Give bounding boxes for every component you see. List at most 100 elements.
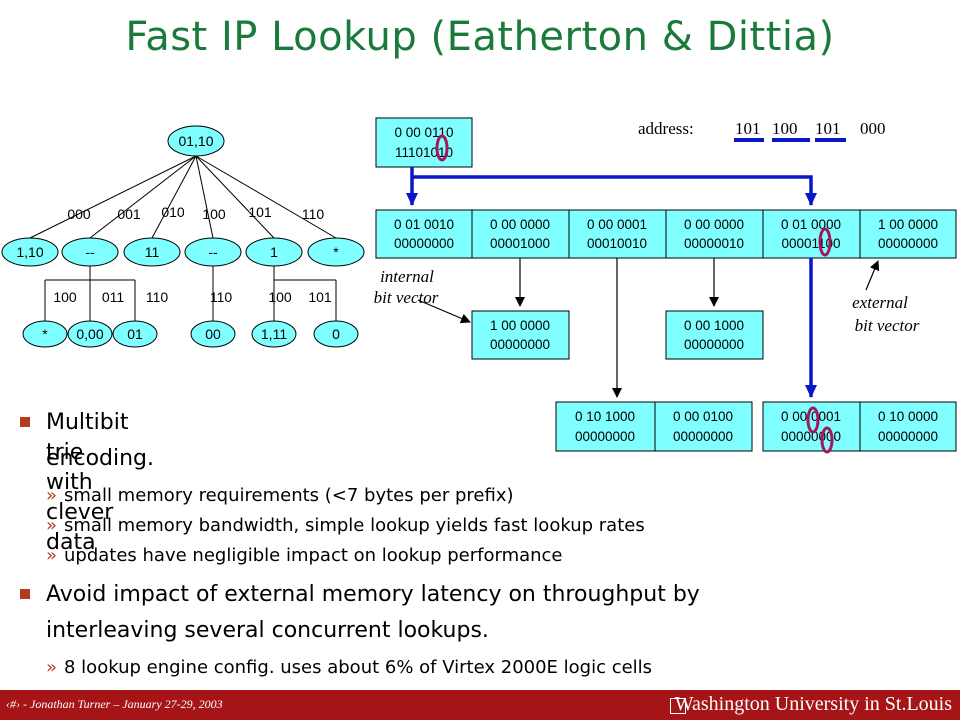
sub-bullet-text: small memory bandwidth, simple lookup yi… [64, 515, 645, 536]
footer-bar: ‹#› - Jonathan Turner – January 27-29, 2… [0, 690, 960, 720]
trie-node: * [307, 237, 365, 267]
memory-row-1: 0 01 0010 00000000 0 00 0000 00001000 0 00… [375, 209, 957, 259]
pointer-arrows [417, 258, 880, 398]
trie-node: 1 [245, 237, 303, 267]
svg-text:0 01 0010: 0 01 0010 [394, 217, 454, 232]
svg-text:0,00: 0,00 [76, 326, 103, 342]
trie-edge-label: 000 [67, 206, 91, 222]
svg-text:1 00 0000: 1 00 0000 [490, 318, 550, 333]
svg-text:0 10 0000: 0 10 0000 [878, 409, 938, 424]
svg-text:0 01 0000: 0 01 0000 [781, 217, 841, 232]
trie-edge-label: 100 [268, 289, 292, 305]
svg-text:1,10: 1,10 [16, 244, 43, 260]
trie-node: 0 [313, 320, 359, 348]
trie-root-node: 01,10 [167, 125, 225, 157]
external-label: bit vector [855, 316, 920, 335]
lookup-path-arrows [406, 167, 817, 398]
address-display: address: 101 100 101 000 [638, 119, 886, 142]
trie-node: 00 [190, 320, 236, 348]
sub-bullet-marker: » [46, 515, 58, 536]
svg-text:00010010: 00010010 [587, 236, 647, 251]
svg-text:00000000: 00000000 [673, 429, 733, 444]
trie-edge-label: 100 [53, 289, 77, 305]
svg-text:*: * [42, 326, 48, 342]
svg-text:00000000: 00000000 [490, 337, 550, 352]
sub-bullet-text: small memory requirements (<7 bytes per … [64, 485, 514, 506]
memory-layout: address: 101 100 101 000 0 00 0110 11101… [374, 117, 957, 454]
svg-text:0 00 0000: 0 00 0000 [490, 217, 550, 232]
sub-bullet-marker: » [46, 485, 58, 506]
university-crest-icon [670, 698, 686, 714]
svg-text:--: -- [85, 244, 95, 260]
svg-text:0: 0 [332, 326, 340, 342]
trie-root-label: 01,10 [178, 133, 213, 149]
internal-label: bit vector [374, 288, 439, 307]
trie-edge-label: 001 [117, 206, 141, 222]
bullet-square-icon [20, 417, 30, 427]
svg-text:00000010: 00000010 [684, 236, 744, 251]
vector-labels: internal bit vector external bit vector [374, 267, 920, 335]
svg-text:00000000: 00000000 [878, 429, 938, 444]
svg-text:0 10 1000: 0 10 1000 [575, 409, 635, 424]
sub-bullet-marker: » [46, 657, 58, 678]
sub-bullet-text: updates have negligible impact on lookup… [64, 545, 563, 566]
trie-node: -- [61, 237, 119, 267]
memory-mid-left: 1 00 0000 00000000 [471, 310, 570, 360]
address-part: 101 [735, 119, 761, 138]
sub-bullet-text: 8 lookup engine config. uses about 6% of… [64, 657, 653, 678]
trie-node: * [22, 320, 68, 348]
trie-edges [29, 155, 337, 322]
trie-node: -- [184, 237, 242, 267]
bullet-text: Avoid impact of external memory latency … [46, 582, 700, 607]
trie-node: 1,10 [1, 237, 59, 267]
svg-text:00000000: 00000000 [575, 429, 635, 444]
memory-bottom-left: 0 10 1000 00000000 0 00 0100 00000000 [555, 401, 753, 452]
svg-text:00000000: 00000000 [394, 236, 454, 251]
svg-text:0 00 1000: 0 00 1000 [684, 318, 744, 333]
svg-text:0 00 0100: 0 00 0100 [673, 409, 733, 424]
address-part: 000 [860, 119, 886, 138]
svg-text:00: 00 [205, 326, 221, 342]
svg-text:1,11: 1,11 [261, 326, 287, 342]
svg-text:0 00 0000: 0 00 0000 [684, 217, 744, 232]
address-part: 101 [815, 119, 841, 138]
top-node-box: 0 00 0110 11101010 [375, 117, 473, 168]
svg-text:0 00 0001: 0 00 0001 [587, 217, 647, 232]
address-part: 100 [772, 119, 798, 138]
bullet-text: encoding. [46, 446, 155, 471]
trie-edge-label: 100 [202, 206, 226, 222]
trie-edge-label: 011 [102, 289, 125, 305]
page-title: Fast IP Lookup (Eatherton & Dittia) [125, 14, 835, 60]
sub-bullet-marker: » [46, 545, 58, 566]
svg-text:00001100: 00001100 [781, 236, 840, 251]
trie-node: 1,11 [251, 320, 297, 348]
memory-mid-right: 0 00 1000 00000000 [665, 310, 764, 360]
svg-text:1 00 0000: 1 00 0000 [878, 217, 938, 232]
trie-edge-label: 101 [248, 204, 272, 220]
footer-university: Washington University in St.Louis [674, 693, 952, 715]
svg-text:*: * [333, 244, 339, 260]
bullet-square-icon [20, 589, 30, 599]
internal-label: internal [380, 267, 434, 286]
trie-edge-label: 010 [161, 204, 185, 220]
svg-text:00001000: 00001000 [490, 236, 550, 251]
svg-text:00000000: 00000000 [684, 337, 744, 352]
trie-edge-label: 110 [302, 206, 325, 222]
trie-edge-label: 110 [210, 289, 233, 305]
trie: 01,10 000 001 010 100 101 110 1,10 -- 11… [1, 125, 365, 348]
svg-text:11: 11 [145, 244, 160, 260]
trie-node: 11 [123, 237, 181, 267]
trie-edge-label: 110 [146, 289, 169, 305]
svg-text:--: -- [208, 244, 218, 260]
footer-author: ‹#› - Jonathan Turner – January 27-29, 2… [6, 697, 223, 711]
bit-highlights [435, 134, 834, 454]
svg-text:0 00 0001: 0 00 0001 [781, 409, 841, 424]
trie-edge-label: 101 [308, 289, 332, 305]
svg-text:01: 01 [127, 326, 143, 342]
trie-node: 01 [112, 320, 158, 348]
lookup-diagram: 01,10 000 001 010 100 101 110 1,10 -- 11… [1, 117, 957, 454]
trie-node: 0,00 [67, 320, 113, 348]
external-label: external [852, 293, 908, 312]
bullet-text: Multibit trie with clever data [46, 410, 129, 555]
